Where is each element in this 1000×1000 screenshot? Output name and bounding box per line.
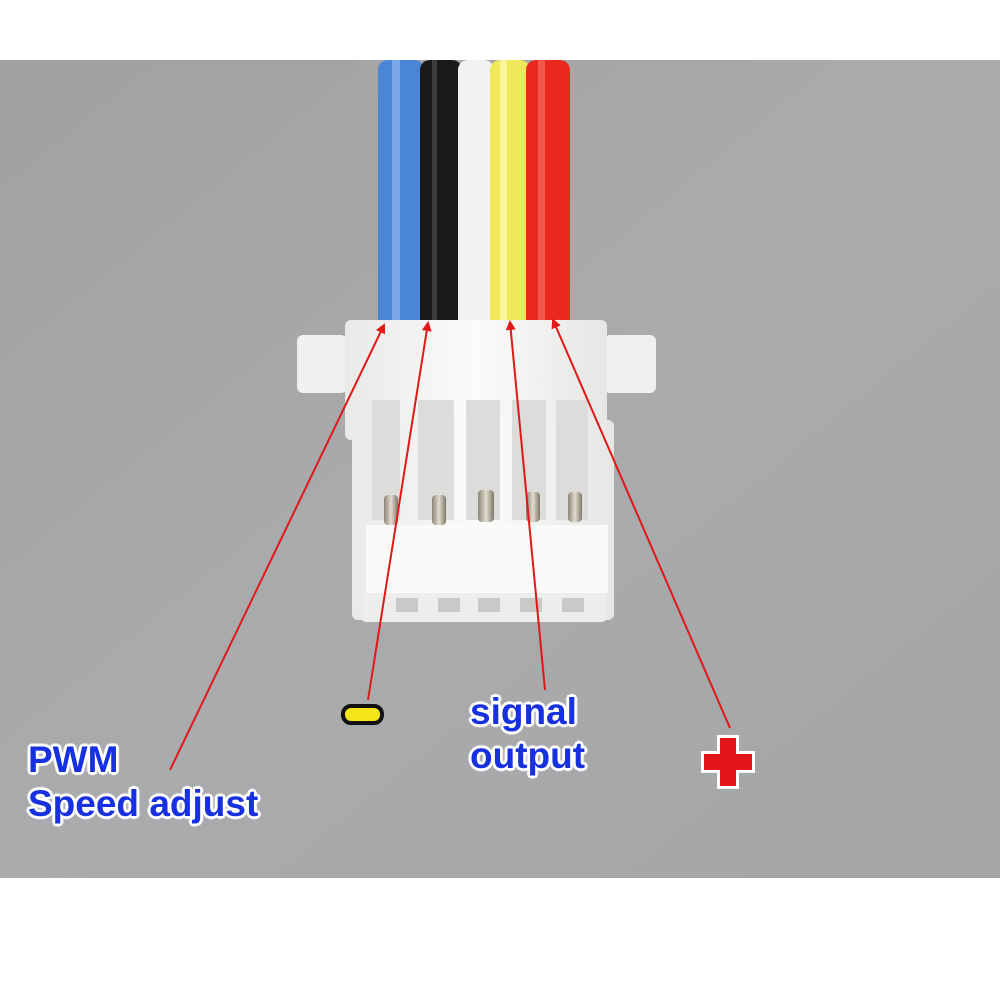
arrow-signal (505, 320, 546, 691)
pwm-speed-adjust-label: PWM Speed adjust (28, 738, 258, 826)
connector-pins (384, 490, 582, 525)
signal-label-line-2: output (470, 735, 586, 776)
arrow-positive (551, 318, 731, 729)
arrow-pwm (169, 323, 386, 771)
connector-photo (0, 60, 1000, 878)
arrow-negative (367, 321, 432, 701)
plus-symbol-icon (701, 735, 755, 789)
signal-label-line-1: signal (470, 691, 577, 732)
pwm-label-line-2: Speed adjust (28, 783, 259, 824)
wire-yellow (490, 60, 530, 332)
signal-output-label: signal output (470, 690, 585, 778)
pwm-label-line-1: PWM (28, 739, 119, 780)
wire-blue (378, 60, 424, 332)
minus-symbol-icon (341, 704, 384, 725)
wire-black (420, 60, 462, 332)
annotation-arrows (169, 318, 731, 771)
wire-white (458, 60, 494, 332)
wire-bundle (378, 60, 570, 332)
wire-red (526, 60, 570, 332)
